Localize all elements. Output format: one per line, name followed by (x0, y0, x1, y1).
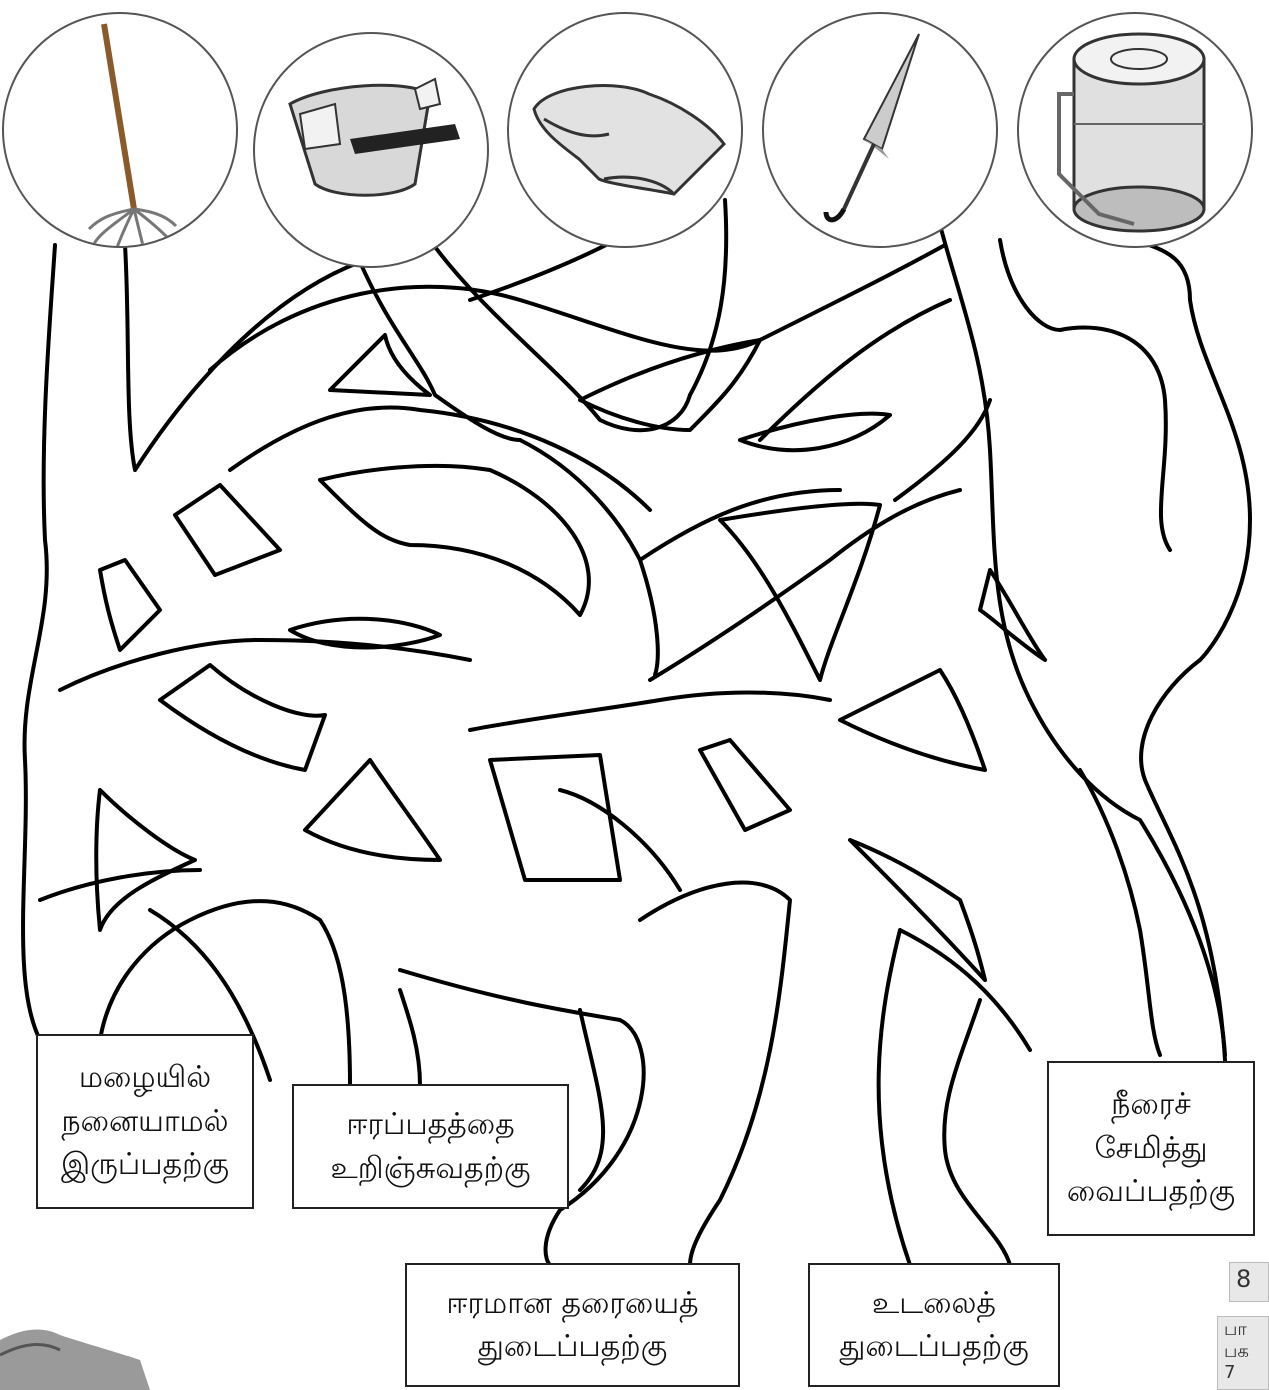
umbrella-circle[interactable] (762, 12, 998, 248)
water-tank-circle[interactable] (1017, 12, 1253, 248)
label-absorb-line1: ஈரப்பதத்தை (346, 1103, 514, 1147)
towel-circle[interactable] (507, 12, 743, 248)
page-ref-line1: பா (1224, 1319, 1262, 1341)
page-number-tab: 8 (1229, 1262, 1269, 1302)
label-rain[interactable]: மழையில் நனையாமல் இருப்பதற்கு (36, 1034, 254, 1209)
label-body[interactable]: உடலைத் துடைப்பதற்கு (808, 1263, 1060, 1387)
water-tank-icon (1019, 14, 1253, 248)
label-floor[interactable]: ஈரமான தரையைத் துடைப்பதற்கு (405, 1263, 740, 1387)
label-floor-line1: ஈரமான தரையைத் (446, 1282, 698, 1326)
diaper-circle[interactable] (253, 32, 489, 268)
page-number: 8 (1236, 1265, 1251, 1293)
label-store-line3: வைப்பதற்கு (1067, 1170, 1235, 1214)
corner-decoration-icon (0, 1320, 150, 1390)
label-floor-line2: துடைப்பதற்கு (478, 1325, 667, 1369)
label-store-line1: நீரைச் (1111, 1083, 1191, 1127)
mop-circle[interactable] (2, 12, 238, 248)
label-rain-line3: இருப்பதற்கு (61, 1143, 229, 1187)
label-absorb-line2: உறிஞ்சுவதற்கு (331, 1147, 531, 1191)
page-reference-tab: பா பக 7 (1217, 1316, 1269, 1390)
label-store-line2: சேமித்து (1095, 1127, 1208, 1171)
label-body-line1: உடலைத் (872, 1282, 996, 1326)
label-store[interactable]: நீரைச் சேமித்து வைப்பதற்கு (1047, 1061, 1255, 1236)
umbrella-icon (764, 14, 998, 248)
towel-icon (509, 14, 743, 248)
label-absorb[interactable]: ஈரப்பதத்தை உறிஞ்சுவதற்கு (292, 1084, 569, 1209)
mop-icon (4, 14, 238, 248)
diaper-icon (255, 34, 489, 268)
label-body-line2: துடைப்பதற்கு (839, 1325, 1028, 1369)
page-ref-line3: 7 (1224, 1362, 1262, 1384)
page-ref-line2: பக (1224, 1341, 1262, 1363)
label-rain-line1: மழையில் (79, 1056, 211, 1100)
label-rain-line2: நனையாமல் (61, 1100, 228, 1144)
